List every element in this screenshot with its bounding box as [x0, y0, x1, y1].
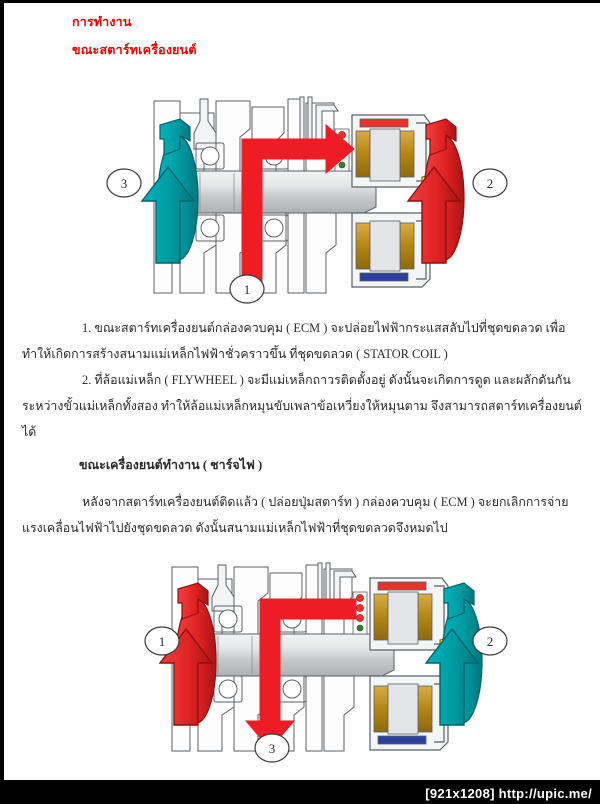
coil-red-band [377, 581, 427, 591]
stator-coil-assembly [352, 577, 463, 751]
callout-3: 3 [254, 733, 290, 763]
footer-watermark-bar [4, 780, 600, 804]
diagram-charging-mode: 1 2 3 [4, 553, 600, 768]
paragraph-1: 1. ขณะสตาร์ทเครื่องยนต์กล่องควบคุม ( ECM… [22, 315, 588, 367]
coil-blue-band [377, 735, 427, 745]
paragraph-3: หลังจากสตาร์ทเครื่องยนต์ติดแล้ว ( ปล่อยป… [22, 489, 588, 541]
svg-text:3: 3 [269, 741, 276, 756]
svg-text:1: 1 [159, 634, 166, 649]
current-flow-arrow [241, 123, 355, 294]
right-rotation-arrow [406, 165, 462, 264]
crankshaft-shaft [171, 170, 377, 214]
callout-2: 2 [472, 168, 508, 198]
callout-1: 1 [144, 626, 180, 656]
paragraph-1-text: 1. ขณะสตาร์ทเครื่องยนต์กล่องควบคุม ( ECM… [22, 321, 566, 361]
page-title-line-1: การทำงาน [72, 15, 132, 29]
svg-text:3: 3 [121, 176, 128, 191]
callout-1: 1 [229, 274, 265, 304]
coil-blue-band [359, 272, 409, 282]
coil-red-band [359, 118, 409, 128]
left-rotation-arrow [140, 165, 196, 264]
crankshaft-shaft [189, 633, 395, 677]
paragraph-3-text: หลังจากสตาร์ทเครื่องยนต์ติดแล้ว ( ปล่อยป… [22, 495, 569, 535]
left-rotation-arrow [158, 627, 214, 726]
page-title-line-2: ขณะสตาร์ทเครื่องยนต์ [72, 43, 197, 57]
callout-3: 3 [106, 168, 142, 198]
svg-text:2: 2 [487, 176, 494, 191]
right-rotation-arrow [424, 627, 480, 726]
current-flow-arrow [244, 598, 357, 750]
diagram-starting-mode: 3 2 1 [4, 93, 600, 308]
callout-2: 2 [472, 626, 508, 656]
paragraph-2: 2. ที่ล้อแม่เหล็ก ( FLYWHEEL ) จะมีแม่เห… [22, 367, 588, 445]
section-2-heading: ขณะเครื่องยนต์ทำงาน ( ชาร์จไฟ ) [79, 458, 263, 472]
footer-watermark-text: [921x1208] http://upic.me/ [425, 786, 592, 801]
paragraph-2-text: 2. ที่ล้อแม่เหล็ก ( FLYWHEEL ) จะมีแม่เห… [22, 373, 582, 439]
svg-text:1: 1 [244, 282, 251, 297]
svg-text:2: 2 [487, 634, 494, 649]
